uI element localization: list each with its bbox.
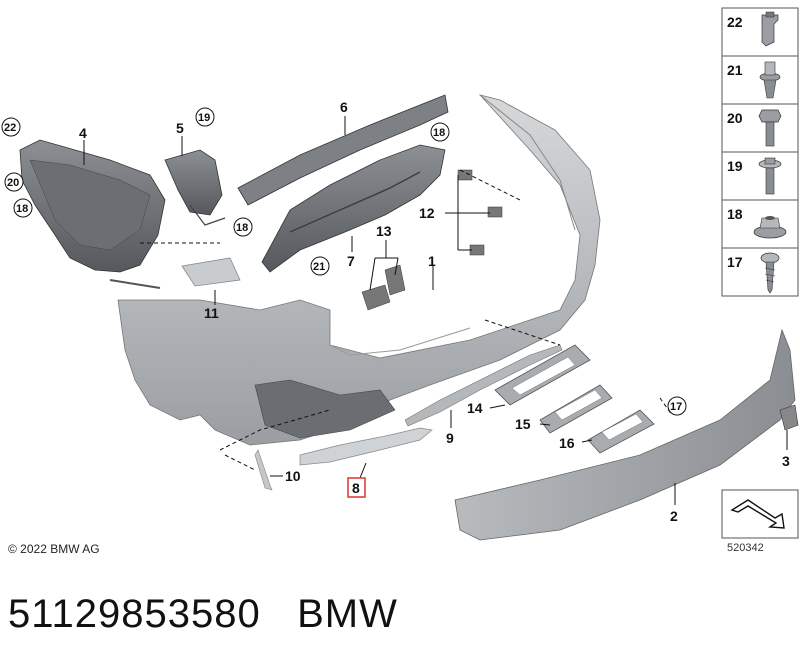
bumper-cover-part-1 <box>117 94 601 446</box>
sidebar-item-19: 19 <box>727 157 782 195</box>
callout-7: 7 <box>347 253 355 269</box>
svg-text:20: 20 <box>7 177 19 189</box>
circle-callout-20: 20 <box>4 172 24 192</box>
callout-labels: 4 5 6 7 1 11 13 12 14 15 16 9 10 2 3 <box>79 99 790 524</box>
brand-name: BMW <box>297 592 398 636</box>
circle-callout-18-b: 18 <box>233 217 253 237</box>
frame-part-16 <box>587 409 655 454</box>
circle-callout-18-a: 18 <box>13 198 33 218</box>
clip-nut-icon <box>761 11 779 47</box>
circle-callout-17: 17 <box>667 396 687 416</box>
bracket-left-part-4 <box>19 139 166 289</box>
leader-lines <box>83 116 788 505</box>
svg-text:18: 18 <box>16 203 28 215</box>
collar-screw-icon <box>758 157 782 195</box>
flange-nut-icon <box>753 216 787 239</box>
callout-8-highlight: 8 <box>347 477 366 498</box>
circle-callout-19: 19 <box>195 107 215 127</box>
callout-3: 3 <box>782 453 790 469</box>
sidebar-item-18: 18 <box>727 206 787 239</box>
sidebar-item-22: 22 <box>727 11 779 47</box>
svg-text:18: 18 <box>727 206 743 222</box>
carrier-part-7 <box>261 144 446 273</box>
strip-part-9 <box>404 344 563 427</box>
svg-text:21: 21 <box>727 62 743 78</box>
expanding-rivet-icon <box>759 61 781 99</box>
svg-text:20: 20 <box>727 110 743 126</box>
diagram-id: 520342 <box>727 542 764 554</box>
callout-2: 2 <box>670 508 678 524</box>
svg-text:22: 22 <box>4 122 16 134</box>
fastener-sidebar: 22 21 20 19 <box>721 7 799 297</box>
hex-screw-icon <box>758 109 782 147</box>
circle-callout-22: 22 <box>1 117 21 137</box>
svg-text:19: 19 <box>198 112 210 124</box>
sidebar-item-20: 20 <box>727 109 782 147</box>
callout-4: 4 <box>79 125 87 141</box>
callout-10: 10 <box>285 468 301 484</box>
svg-text:18: 18 <box>236 222 248 234</box>
cap-part-3 <box>779 404 799 431</box>
part-number: 51129853580 <box>8 592 261 636</box>
callout-9: 9 <box>446 430 454 446</box>
frame-part-14 <box>494 344 591 406</box>
svg-text:18: 18 <box>433 127 445 139</box>
callout-6: 6 <box>340 99 348 115</box>
circled-callouts: 22 20 18 19 18 18 21 17 <box>1 107 687 416</box>
clips-part-13 <box>361 264 406 311</box>
copyright-text: © 2022 BMW AG <box>8 542 100 556</box>
trim-part-8 <box>299 427 433 466</box>
svg-text:22: 22 <box>727 14 743 30</box>
callout-11: 11 <box>204 305 219 321</box>
bracket-part-11 <box>181 257 241 287</box>
svg-text:21: 21 <box>313 261 325 273</box>
bracket-part-5 <box>164 149 226 226</box>
trim-part-10 <box>254 449 273 491</box>
self-tapping-screw-icon <box>760 252 780 294</box>
arrow-orientation-icon <box>730 499 785 529</box>
callout-14: 14 <box>467 400 483 416</box>
callout-15: 15 <box>515 416 531 432</box>
callout-13: 13 <box>376 223 392 239</box>
callout-1: 1 <box>428 253 436 269</box>
svg-text:17: 17 <box>727 254 743 270</box>
sidebar-item-21: 21 <box>727 61 781 99</box>
circle-callout-21: 21 <box>310 256 330 276</box>
circle-callout-18-c: 18 <box>430 122 450 142</box>
callout-16: 16 <box>559 435 575 451</box>
orientation-badge <box>721 489 799 539</box>
callout-12: 12 <box>419 205 435 221</box>
diffuser-part-2 <box>454 328 796 541</box>
frame-part-15 <box>539 384 613 434</box>
svg-text:19: 19 <box>727 158 743 174</box>
sidebar-item-17: 17 <box>727 252 780 294</box>
part-caption: 51129853580 BMW <box>8 592 398 637</box>
callout-8: 8 <box>352 480 360 496</box>
trim-strip-part-6 <box>237 94 449 206</box>
callout-5: 5 <box>176 120 184 136</box>
svg-text:17: 17 <box>670 401 682 413</box>
